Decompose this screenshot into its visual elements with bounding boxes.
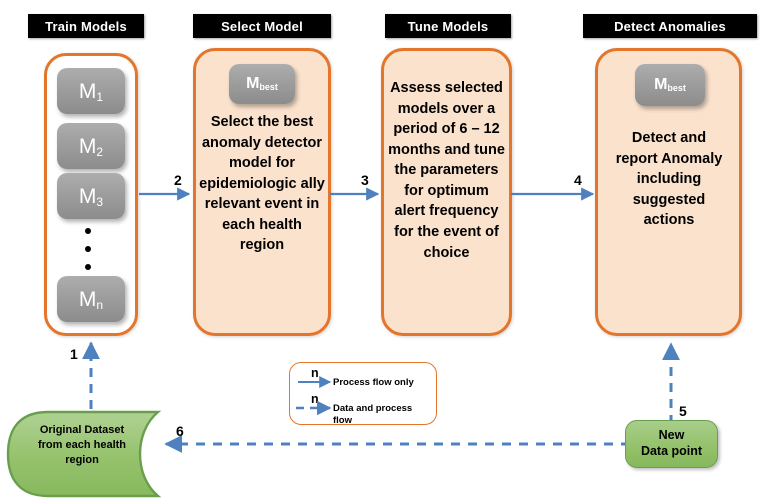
legend-entry-1-number: n [311,366,319,380]
column-header-train-models: Train Models [28,14,144,38]
ellipsis-dots [84,228,92,270]
model-chip-label: Mbest [654,76,686,93]
data-store-label-line: from each health [37,438,127,451]
model-chip-mn[interactable]: Mn [57,276,125,322]
model-chip-label: M2 [78,134,104,159]
dot [85,228,91,234]
model-chip-m1[interactable]: M1 [57,68,125,114]
data-store-shape[interactable] [6,410,186,498]
stage-box-tune-models[interactable] [381,48,512,336]
dot [85,246,91,252]
data-store-label-line: Original Dataset [39,424,125,436]
connector-3-number: 3 [361,172,369,188]
legend-entry-1-label: Process flow only [333,377,414,388]
connector-3-arrow [330,187,380,201]
dot [85,264,91,270]
model-chip-label: Mbest [246,75,278,92]
legend-entry-2-label: Data and process flow [333,403,413,426]
connector-6-arrow [164,435,630,453]
connector-1-number: 1 [70,346,78,362]
model-chip-mbest-select[interactable]: Mbest [229,64,295,104]
column-header-tune-models: Tune Models [385,14,511,38]
connector-2-arrow [139,187,191,201]
connector-1-arrow [82,341,100,409]
column-header-label: Select Model [221,18,303,34]
legend-entry-2-number: n [311,392,319,406]
connector-4-arrow [511,187,595,201]
model-chip-label: Mn [78,287,104,312]
stage-text-tune-models: Assess selected models over a period of … [388,80,505,261]
column-header-label: Tune Models [407,18,489,34]
new-data-point-label-line: New [658,428,685,443]
column-header-detect-anomalies: Detect Anomalies [583,14,757,38]
legend-box [289,362,437,425]
column-header-label: Train Models [45,18,127,34]
model-chip-label: M3 [78,184,104,209]
column-header-select-model: Select Model [193,14,331,38]
connector-5-arrow [662,342,680,424]
new-data-point-label-line: Data point [640,444,703,458]
model-chip-label: M1 [78,79,104,104]
model-chip-m3[interactable]: M3 [57,173,125,219]
data-store-label: Original Dataset from each health region [18,423,146,468]
model-chip-mbest-detect[interactable]: Mbest [635,64,705,106]
data-store-label-line: region [65,453,99,466]
connector-4-number: 4 [574,172,582,188]
stage-text-select-model: Select the best anomaly detector model f… [199,114,325,254]
model-chip-m2[interactable]: M2 [57,123,125,169]
stage-text-detect-anomalies: Detect and report Anomaly including sugg… [615,130,723,229]
connector-2-number: 2 [174,172,182,188]
legend-entry-1-arrow [298,376,332,388]
stage-box-detect-anomalies[interactable] [595,48,742,336]
connector-6-number: 6 [176,423,184,439]
new-data-point-box[interactable]: New Data point [625,420,718,468]
column-header-label: Detect Anomalies [614,18,726,34]
legend-entry-2-arrow [296,400,332,416]
connector-5-number: 5 [679,403,687,419]
